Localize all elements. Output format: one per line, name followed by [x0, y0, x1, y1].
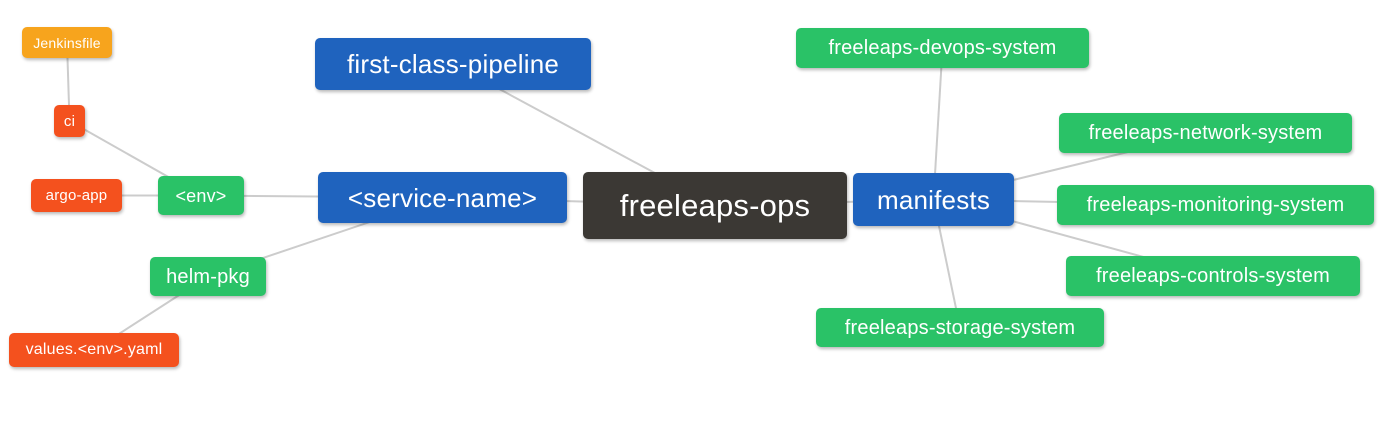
node-argo-app[interactable]: argo-app: [31, 179, 122, 212]
node-service-name[interactable]: <service-name>: [318, 172, 567, 223]
node-freeleaps-network-system[interactable]: freeleaps-network-system: [1059, 113, 1352, 153]
node-manifests[interactable]: manifests: [853, 173, 1014, 226]
node-freeleaps-storage-system[interactable]: freeleaps-storage-system: [816, 308, 1104, 347]
node-freeleaps-devops-system[interactable]: freeleaps-devops-system: [796, 28, 1089, 68]
node-helm-pkg[interactable]: helm-pkg: [150, 257, 266, 296]
node-first-class-pipeline[interactable]: first-class-pipeline: [315, 38, 591, 90]
node-values-env-yaml[interactable]: values.<env>.yaml: [9, 333, 179, 367]
node-freeleaps-controls-system[interactable]: freeleaps-controls-system: [1066, 256, 1360, 296]
node-freeleaps-ops-root[interactable]: freeleaps-ops: [583, 172, 847, 239]
node-jenkinsfile[interactable]: Jenkinsfile: [22, 27, 112, 58]
node-ci[interactable]: ci: [54, 105, 85, 137]
node-freeleaps-monitoring-system[interactable]: freeleaps-monitoring-system: [1057, 185, 1374, 225]
node-env[interactable]: <env>: [158, 176, 244, 215]
